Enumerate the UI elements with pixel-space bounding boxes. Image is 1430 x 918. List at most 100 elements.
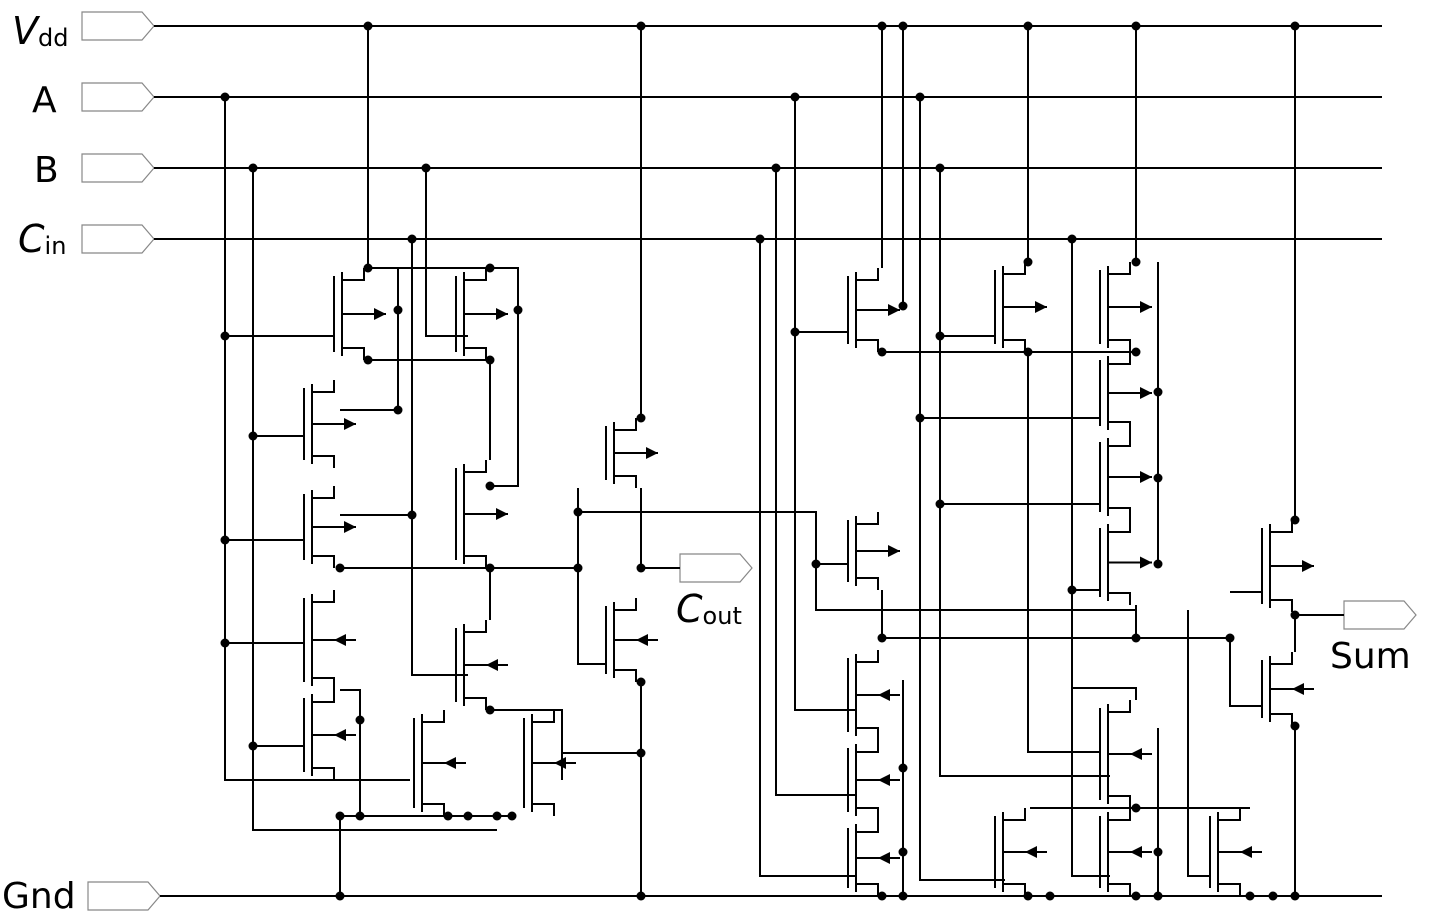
junction-dot — [485, 705, 495, 715]
fet-stroke — [1270, 599, 1293, 612]
fet-stroke — [464, 460, 487, 473]
fet-arrow — [1140, 301, 1152, 313]
junction-dot — [248, 741, 258, 751]
nmos-b2 — [523, 710, 576, 816]
junction-dot — [248, 431, 258, 441]
pmos-sum-4 — [1099, 352, 1152, 434]
fet-stroke — [1003, 808, 1026, 821]
sum-pd-link — [1072, 687, 1137, 700]
cin-drop — [411, 239, 468, 676]
junction-dot — [1290, 891, 1300, 901]
fet-stroke — [856, 268, 879, 281]
fet-stroke — [464, 555, 487, 568]
junction-dot — [443, 811, 453, 821]
junction-dot — [220, 638, 230, 648]
rails — [154, 25, 1382, 897]
fet-stroke — [614, 418, 637, 431]
fet-stroke — [312, 380, 335, 393]
junction-dot — [877, 891, 887, 901]
fet-arrow — [334, 634, 346, 646]
junction-dot — [355, 715, 365, 725]
fet-stroke — [312, 677, 335, 690]
junction-dot — [485, 563, 495, 573]
fet-arrow — [334, 729, 346, 741]
nmos-sum-7 — [1209, 808, 1262, 896]
junction-dot — [790, 327, 800, 337]
junction-dot — [636, 677, 646, 687]
nmos-a — [303, 590, 356, 690]
nmos-cin — [455, 620, 508, 710]
junction-dot — [771, 163, 781, 173]
junction-dot — [898, 847, 908, 857]
transistors — [303, 262, 1314, 896]
fet-stroke — [1108, 795, 1131, 808]
junction-dot — [407, 234, 417, 244]
junction-dot — [485, 355, 495, 365]
pmos-sum-6 — [1099, 520, 1152, 605]
fet-stroke — [856, 577, 879, 590]
junction-dot — [485, 481, 495, 491]
junction-dot — [1153, 559, 1163, 569]
junction-dot — [1023, 257, 1033, 267]
fet-stroke — [1270, 713, 1293, 726]
fet-stroke — [856, 650, 879, 663]
pmos-cout — [605, 418, 658, 488]
junction-dot — [363, 355, 373, 365]
nmos-sum-1 — [847, 650, 900, 740]
nmos-sum-5 — [994, 808, 1047, 896]
fet-arrow — [496, 508, 508, 520]
fet-stroke — [614, 475, 637, 488]
junction-dot — [898, 301, 908, 311]
fet-arrow — [878, 774, 890, 786]
pmos-sum-5 — [1099, 434, 1152, 520]
fet-arrow — [1130, 748, 1142, 760]
junction-dot — [915, 413, 925, 423]
junction-dot — [1067, 585, 1077, 595]
junction-dot — [1045, 891, 1055, 901]
vdd-port: Vdd — [12, 9, 155, 53]
fet-stroke — [856, 820, 879, 833]
fet-stroke — [1108, 352, 1131, 365]
sum-pd-b — [1027, 352, 1100, 753]
sum-port: Sum — [1330, 600, 1417, 677]
fet-arrow — [1025, 846, 1037, 858]
fet-stroke — [464, 268, 487, 281]
fet-stroke — [1003, 883, 1026, 896]
fet-stroke — [312, 455, 335, 468]
fet-arrow — [1292, 683, 1304, 695]
junction-dot — [220, 331, 230, 341]
pd-link — [340, 689, 361, 816]
junction-dot — [1290, 721, 1300, 731]
fet-stroke — [464, 347, 487, 360]
junction-dot — [407, 510, 417, 520]
junction-dot — [1131, 21, 1141, 31]
b-port: B — [34, 150, 155, 191]
fet-stroke — [1218, 808, 1241, 821]
fet-stroke — [422, 803, 445, 816]
pmos-sum-3 — [1099, 262, 1152, 352]
junction-dot — [1245, 891, 1255, 901]
fet-arrow — [486, 659, 498, 671]
junction-dot — [1153, 847, 1163, 857]
junction-dot — [220, 92, 230, 102]
junction-dot — [1131, 257, 1141, 267]
fet-arrow — [646, 447, 658, 459]
junction-dot — [636, 748, 646, 758]
junction-dot — [1268, 891, 1278, 901]
fet-stroke — [312, 767, 335, 780]
fet-arrow — [888, 545, 900, 557]
fet-arrow — [636, 634, 648, 646]
junction-dot — [1023, 21, 1033, 31]
fet-stroke — [1108, 592, 1131, 605]
junction-dots — [220, 21, 1300, 901]
sum-bar-node — [881, 590, 1230, 639]
junction-dot — [1067, 234, 1077, 244]
cbar-drop — [1187, 610, 1210, 877]
junction-dot — [935, 499, 945, 509]
junction-dot — [335, 811, 345, 821]
pmos-sum-out — [1261, 520, 1314, 612]
junction-dot — [898, 891, 908, 901]
fet-arrow — [444, 757, 456, 769]
nmos-sum-3 — [847, 820, 900, 896]
vdd-label: Vdd — [12, 9, 68, 53]
